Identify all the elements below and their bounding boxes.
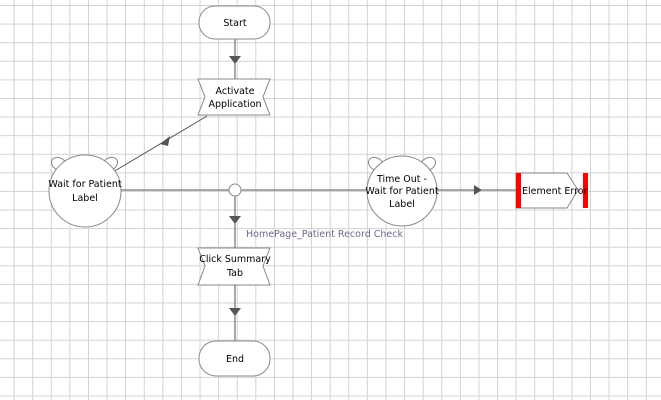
element-error-node[interactable]: Element Error bbox=[515, 172, 588, 209]
start-label: Start bbox=[223, 18, 246, 29]
junction-node[interactable] bbox=[228, 183, 242, 197]
click-label-1: Click Summary bbox=[199, 254, 271, 265]
error-bar-left bbox=[516, 173, 521, 208]
timeout-wait-node[interactable]: Time Out - Wait for Patient Label bbox=[365, 155, 439, 227]
activate-label-2: Application bbox=[208, 99, 261, 110]
wait-for-patient-label-node[interactable]: Wait for Patient Label bbox=[48, 154, 122, 228]
timeout-label-2: Wait for Patient bbox=[365, 186, 438, 197]
timeout-label-1: Time Out - bbox=[376, 174, 427, 185]
end-label: End bbox=[226, 354, 244, 365]
timeout-label-3: Label bbox=[389, 199, 415, 210]
wait-label-1: Wait for Patient bbox=[48, 179, 121, 190]
activate-application-node[interactable]: Activate Application bbox=[197, 78, 271, 116]
arrow-icon bbox=[229, 308, 241, 316]
edge-condition-label: HomePage_Patient Record Check bbox=[246, 229, 403, 240]
arrow-icon bbox=[229, 216, 241, 224]
click-summary-tab-node[interactable]: Click Summary Tab bbox=[197, 247, 271, 286]
start-node[interactable]: Start bbox=[198, 5, 271, 40]
error-label: Element Error bbox=[522, 186, 588, 197]
click-label-2: Tab bbox=[226, 268, 243, 279]
activate-label-1: Activate bbox=[216, 86, 255, 97]
arrow-icon bbox=[229, 56, 241, 64]
end-node[interactable]: End bbox=[198, 340, 271, 377]
error-bar-right bbox=[583, 173, 588, 208]
arrow-icon bbox=[160, 136, 170, 146]
wait-label-2: Label bbox=[72, 193, 98, 204]
arrow-icon bbox=[474, 185, 482, 195]
